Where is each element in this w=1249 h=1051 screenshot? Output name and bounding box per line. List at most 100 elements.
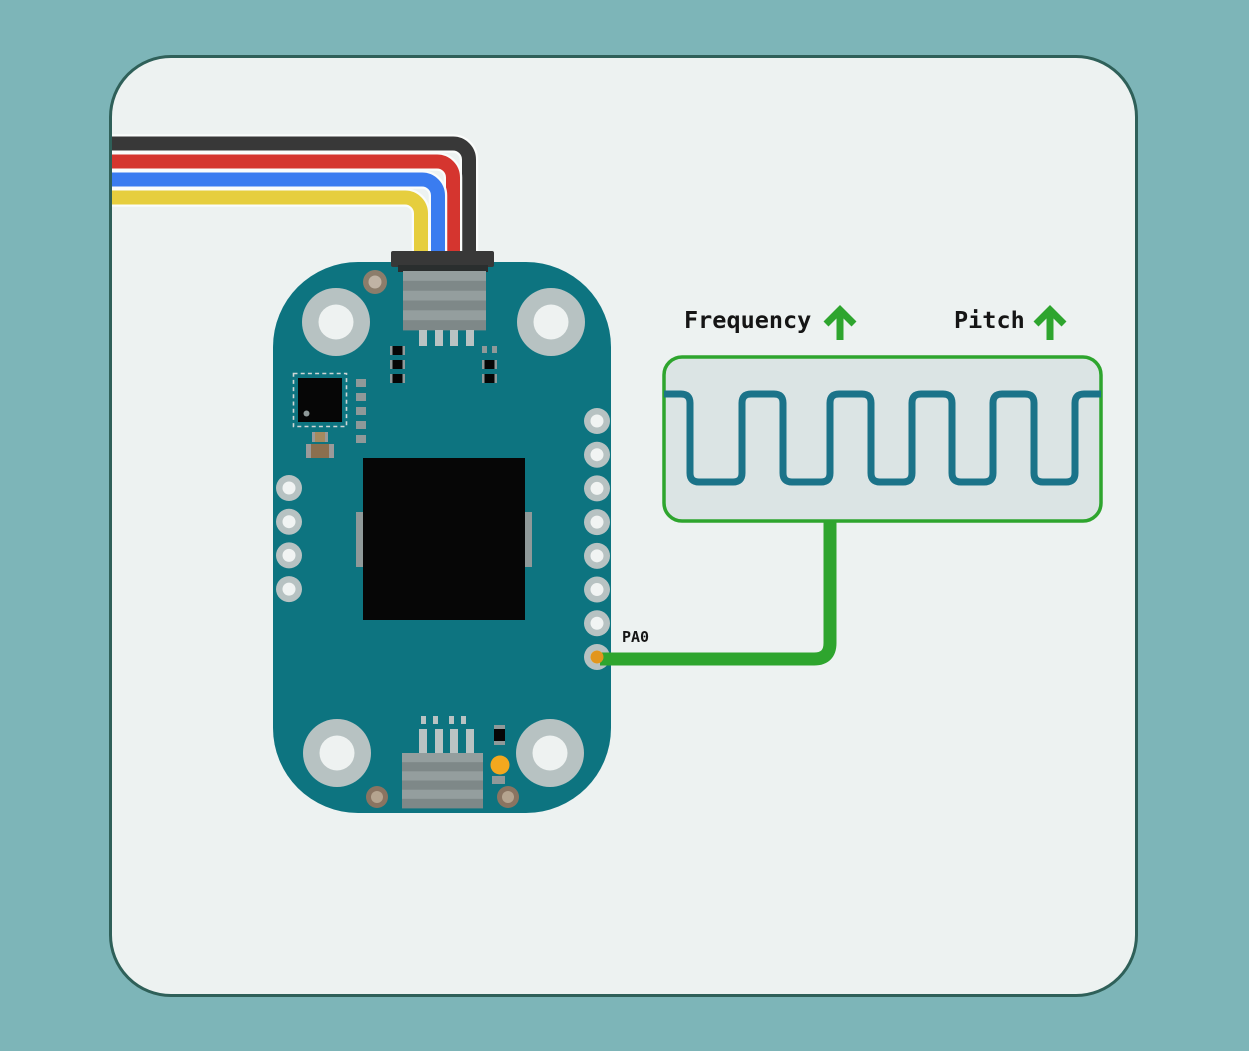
pad-hole bbox=[590, 616, 604, 630]
connector-stripe bbox=[402, 771, 483, 781]
ic-pad bbox=[356, 407, 366, 415]
connector-pin bbox=[419, 729, 427, 754]
sensor-window bbox=[356, 458, 532, 620]
resistor-small bbox=[312, 432, 328, 442]
connector-solder-pad bbox=[449, 716, 454, 724]
smd-pad-small bbox=[482, 346, 487, 353]
ic-chip-outline bbox=[292, 372, 348, 428]
resistor-body bbox=[311, 444, 329, 458]
square-wave bbox=[664, 390, 1101, 486]
ic-pad bbox=[356, 379, 366, 387]
smd-pad-group-right bbox=[482, 346, 497, 383]
connector-pins bbox=[419, 729, 474, 754]
breakout-pad bbox=[276, 542, 302, 569]
ic-pad bbox=[356, 393, 366, 401]
screw-bottom-left bbox=[366, 786, 388, 808]
breakout-pad bbox=[584, 509, 610, 536]
sensor-board bbox=[273, 251, 611, 813]
smd-pad bbox=[392, 346, 403, 355]
top-cable-connector bbox=[391, 251, 494, 346]
breakout-pad bbox=[584, 542, 610, 569]
hole-center bbox=[319, 735, 355, 771]
connector-stripe bbox=[403, 271, 486, 282]
breakout-pads-left bbox=[276, 475, 302, 603]
pitch-label: Pitch bbox=[954, 306, 1025, 334]
breakout-pads-right bbox=[584, 408, 610, 670]
pad-hole bbox=[590, 515, 604, 529]
breakout-pad bbox=[584, 610, 610, 637]
mounting-hole-bottom-left bbox=[303, 719, 371, 787]
mounting-hole-top-left bbox=[302, 288, 370, 356]
bottom-connector bbox=[402, 716, 483, 809]
component-body bbox=[494, 729, 505, 741]
ribbon-wire-red bbox=[112, 154, 460, 258]
connector-stripe bbox=[402, 753, 483, 763]
connector-pin bbox=[435, 330, 443, 346]
screw-center bbox=[502, 791, 514, 803]
pa0-pad-center bbox=[590, 650, 604, 664]
hole-center bbox=[318, 304, 354, 340]
connector-ribbed-body bbox=[402, 753, 483, 809]
connector-cap-lip bbox=[398, 265, 488, 272]
screw-bottom-right bbox=[497, 786, 519, 808]
breakout-pad bbox=[584, 576, 610, 603]
connector-solder-pad bbox=[421, 716, 426, 724]
ribbon-wire-blue bbox=[112, 172, 445, 258]
smd-pad bbox=[392, 374, 403, 383]
smd-pad-group-left bbox=[390, 346, 405, 383]
connector-pin bbox=[419, 330, 427, 346]
frequency-up-arrow-icon bbox=[823, 305, 857, 340]
pad-hole bbox=[282, 481, 296, 495]
breakout-pad bbox=[276, 576, 302, 603]
connector-stripe bbox=[403, 300, 486, 311]
pad-hole bbox=[590, 448, 604, 462]
breakout-pad bbox=[584, 441, 610, 468]
connector-stripe bbox=[402, 762, 483, 772]
connector-stripe bbox=[403, 280, 486, 291]
sensor-window-glass bbox=[363, 458, 525, 620]
pad-hole bbox=[590, 549, 604, 563]
connector-pin bbox=[450, 729, 458, 754]
mounting-hole-bottom-right bbox=[516, 719, 584, 787]
fiducial-center bbox=[368, 275, 382, 289]
ribbon-cable bbox=[112, 134, 479, 258]
status-led bbox=[490, 755, 510, 775]
connector-stripe bbox=[403, 320, 486, 331]
connector-cap bbox=[391, 251, 494, 267]
led-pad bbox=[492, 776, 505, 784]
pad-hole bbox=[282, 515, 296, 529]
ic-pad bbox=[356, 435, 366, 443]
hole-center bbox=[532, 735, 568, 771]
connector-pin bbox=[466, 729, 474, 754]
breakout-pad bbox=[276, 475, 302, 501]
connector-stripe bbox=[402, 789, 483, 800]
breakout-pad bbox=[584, 475, 610, 502]
smd-pad bbox=[484, 360, 495, 369]
ribbon-wire-yellow-outline bbox=[112, 188, 431, 258]
hole-center bbox=[533, 304, 569, 340]
connector-pin bbox=[435, 729, 443, 754]
smd-pad bbox=[392, 360, 403, 369]
connector-pin bbox=[466, 330, 474, 346]
pa0-label: PA0 bbox=[622, 628, 650, 646]
resistor-body bbox=[315, 432, 325, 442]
connector-solder-pad bbox=[461, 716, 466, 724]
pad-hole bbox=[590, 414, 604, 428]
pad-hole bbox=[590, 583, 604, 597]
signal-wire-pa0 bbox=[600, 519, 837, 666]
breakout-pad bbox=[276, 508, 302, 535]
smd-pad-small bbox=[492, 346, 497, 353]
connector-stripe bbox=[402, 798, 483, 809]
ribbon-wire-black bbox=[112, 136, 476, 258]
sensor-tab-left bbox=[356, 512, 364, 567]
ic-pad bbox=[356, 421, 366, 429]
smd-pad bbox=[484, 374, 495, 383]
sensor-tab-right bbox=[524, 512, 532, 567]
connector-stripe bbox=[403, 290, 486, 301]
connector-solder-pad bbox=[433, 716, 438, 724]
ic-pin1-dot bbox=[303, 410, 310, 417]
connector-solder-pads bbox=[421, 716, 466, 724]
smd-component bbox=[494, 725, 505, 745]
